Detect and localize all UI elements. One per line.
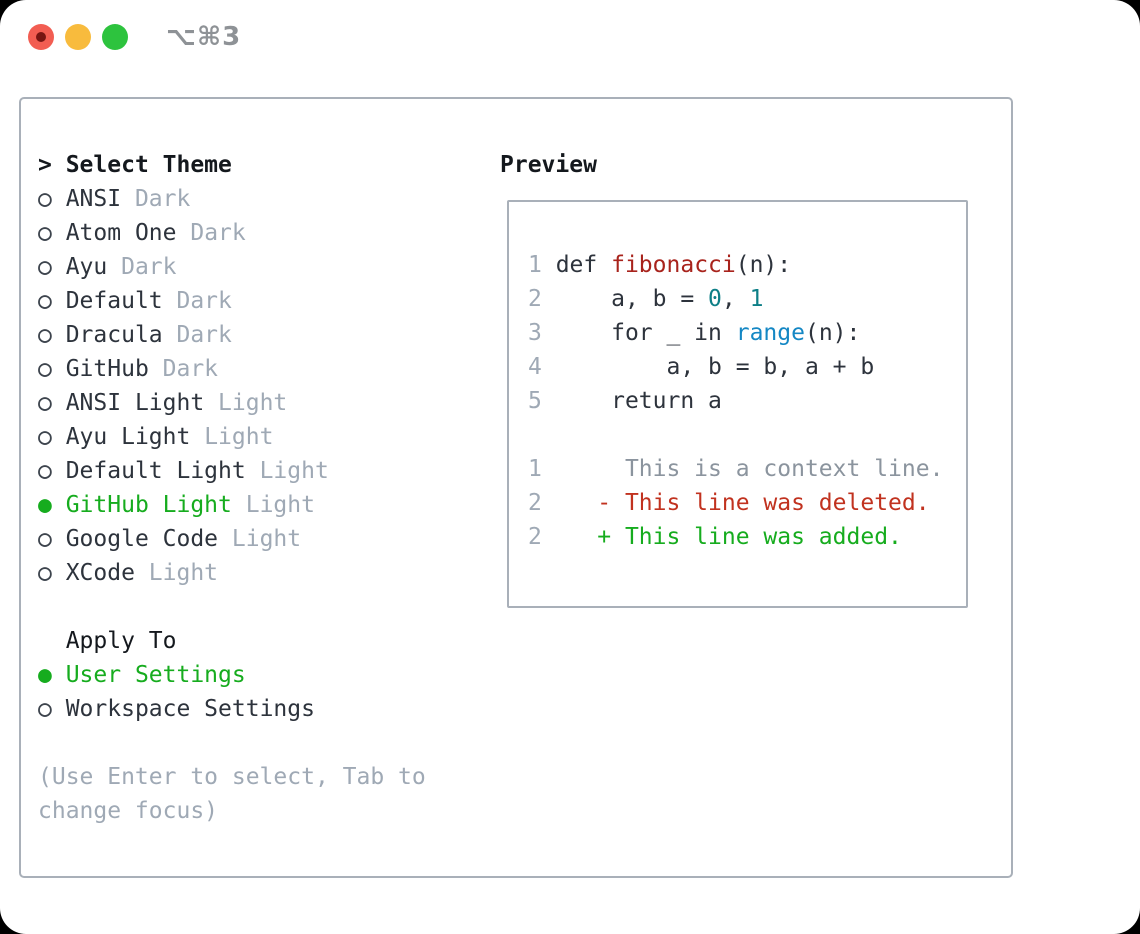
spacer-row: [38, 590, 426, 624]
apply-to-heading: Apply To: [38, 628, 177, 654]
radio-icon: ○: [38, 254, 52, 280]
theme-option[interactable]: ○ Default Light Light: [38, 458, 329, 484]
preview-line: 2 + This line was added.: [528, 524, 902, 550]
theme-option[interactable]: ○ ANSI Light Light: [38, 390, 288, 416]
theme-picker-panel: > Select Theme ○ ANSI Dark ○ Atom One Dark…: [19, 97, 1013, 878]
radio-icon: ○: [38, 220, 52, 246]
preview-line: [528, 418, 943, 452]
radio-icon: ○: [38, 186, 52, 212]
preview-line: 4 a, b = b, a + b: [528, 354, 875, 380]
radio-icon: ○: [38, 322, 52, 348]
radio-icon: ○: [38, 390, 52, 416]
theme-option[interactable]: ○ Dracula Dark: [38, 322, 232, 348]
radio-icon: ●: [38, 492, 52, 518]
preview-line: 5 return a: [528, 388, 722, 414]
radio-icon: ○: [38, 696, 52, 722]
radio-icon: ○: [38, 526, 52, 552]
radio-icon: ○: [38, 424, 52, 450]
theme-option[interactable]: ○ Ayu Light Light: [38, 424, 274, 450]
radio-icon: ●: [38, 662, 52, 688]
prompt-icon: >: [38, 152, 52, 178]
preview-heading: Preview: [500, 152, 597, 178]
apply-to-option[interactable]: ● User Settings: [38, 662, 246, 688]
titlebar: ⌥⌘3: [28, 24, 241, 50]
radio-icon: ○: [38, 560, 52, 586]
theme-option[interactable]: ○ Google Code Light: [38, 526, 302, 552]
theme-option[interactable]: ○ XCode Light: [38, 560, 219, 586]
preview-line: 1 def fibonacci(n):: [528, 252, 792, 278]
apply-to-option[interactable]: ○ Workspace Settings: [38, 696, 315, 722]
preview-line: 2 - This line was deleted.: [528, 490, 930, 516]
spacer-row: [38, 726, 426, 760]
theme-option[interactable]: ○ ANSI Dark: [38, 186, 191, 212]
window-title: ⌥⌘3: [166, 22, 242, 52]
maximize-button[interactable]: [102, 24, 128, 50]
theme-option[interactable]: ○ Atom One Dark: [38, 220, 246, 246]
theme-option[interactable]: ● GitHub Light Light: [38, 492, 315, 518]
radio-icon: ○: [38, 458, 52, 484]
preview-line: 3 for _ in range(n):: [528, 320, 861, 346]
select-theme-heading: > Select Theme: [38, 152, 232, 178]
theme-option[interactable]: ○ GitHub Dark: [38, 356, 219, 382]
preview-code: 1 def fibonacci(n): 2 a, b = 0, 1 3 for _ …: [528, 248, 943, 554]
close-button[interactable]: [28, 24, 54, 50]
radio-icon: ○: [38, 288, 52, 314]
minimize-button[interactable]: [65, 24, 91, 50]
theme-list-column: > Select Theme ○ ANSI Dark ○ Atom One Dark…: [38, 148, 426, 828]
preview-line: 1 This is a context line.: [528, 456, 944, 482]
help-text: change focus): [38, 798, 219, 824]
preview-line: 2 a, b = 0, 1: [528, 286, 764, 312]
radio-icon: ○: [38, 356, 52, 382]
theme-option[interactable]: ○ Default Dark: [38, 288, 232, 314]
help-text: (Use Enter to select, Tab to: [38, 764, 426, 790]
theme-option[interactable]: ○ Ayu Dark: [38, 254, 177, 280]
preview-box: 1 def fibonacci(n): 2 a, b = 0, 1 3 for _ …: [507, 200, 968, 608]
